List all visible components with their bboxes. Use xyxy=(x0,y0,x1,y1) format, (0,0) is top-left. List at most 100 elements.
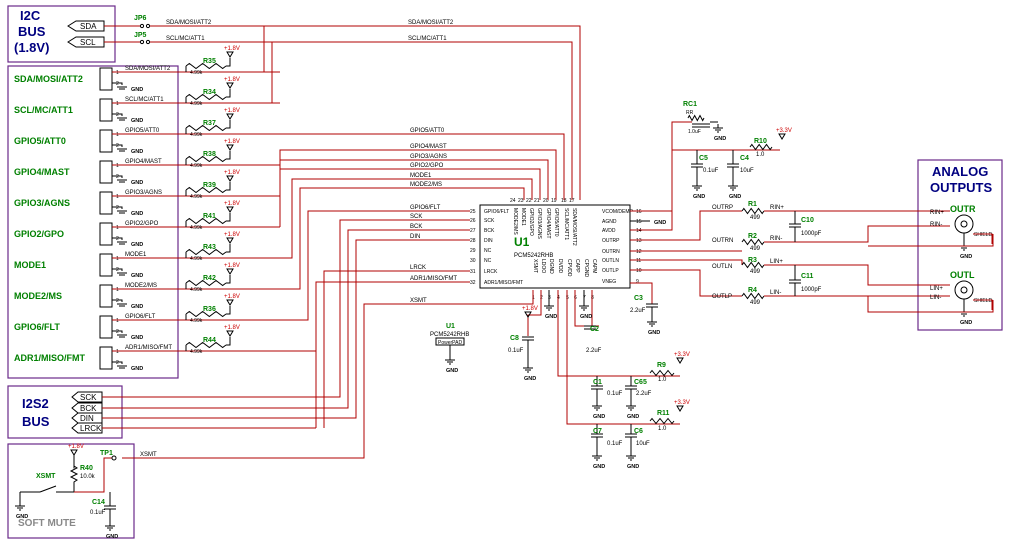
net-scl-1: SCL/MC/ATT1 xyxy=(166,36,205,42)
header-connector[interactable] xyxy=(99,284,113,308)
header-connector[interactable] xyxy=(99,160,113,184)
jp5-label: JP5 xyxy=(134,32,147,39)
chip-pin-name: NC xyxy=(484,248,492,254)
analog-title-1: ANALOG xyxy=(932,164,988,179)
svg-text:GND: GND xyxy=(131,180,143,186)
svg-text:GND: GND xyxy=(131,242,143,248)
label: RIN- xyxy=(770,236,782,242)
ground-symbol: GND xyxy=(626,402,639,420)
header-net: SCL/MC/ATT1 xyxy=(125,97,164,103)
header-net: GPIO4/MAST xyxy=(125,159,162,165)
resistor-r4 xyxy=(741,292,765,300)
resistor-rc1 xyxy=(687,114,705,122)
chip-pin-name: OUTLP xyxy=(602,268,619,274)
header-connector[interactable] xyxy=(99,98,113,122)
resistor-value: 499 xyxy=(750,300,761,306)
net-sda-2: SDA/MOSI/ATT2 xyxy=(408,20,454,26)
pullup-resistor xyxy=(185,279,227,287)
header-net: ADR1/MISO/FMT xyxy=(125,345,172,351)
header-connector[interactable] xyxy=(99,253,113,277)
resistor-value: 4.99k xyxy=(190,163,203,169)
header-label: SCL/MC/ATT1 xyxy=(14,105,73,115)
resistor-r11 xyxy=(649,417,675,425)
chip-pin-name: GPIO4/MAST xyxy=(545,208,551,239)
net-label: XSMT xyxy=(410,298,427,304)
ground-symbol: GND xyxy=(579,302,592,320)
analog-box xyxy=(917,159,1003,331)
svg-text:+1.8V: +1.8V xyxy=(68,444,84,450)
cap-ref: C8 xyxy=(510,335,519,342)
chip-pin-number: 13 xyxy=(636,238,642,244)
resistor-ref: R10 xyxy=(754,138,767,145)
svg-text:+1.8V: +1.8V xyxy=(224,139,240,145)
svg-text:GND: GND xyxy=(131,87,143,93)
svg-text:1: 1 xyxy=(116,318,119,324)
resistor-value: 4.99k xyxy=(190,287,203,293)
chip-pin-number: 10 xyxy=(636,268,642,274)
header-connector[interactable] xyxy=(99,67,113,91)
resistor-r3 xyxy=(741,261,765,269)
chip-pin-name: OUTRN xyxy=(602,249,620,255)
cap-c1 xyxy=(591,385,603,390)
svg-text:1: 1 xyxy=(116,256,119,262)
cap-c10 xyxy=(789,223,801,228)
svg-text:1: 1 xyxy=(116,287,119,293)
chip-pin-name: LDOO xyxy=(540,259,546,273)
chip-pin-number: 27 xyxy=(470,228,476,234)
header-label: GPIO4/MAST xyxy=(14,167,70,177)
cap-c5 xyxy=(691,163,703,168)
mute-switch[interactable] xyxy=(20,485,74,493)
svg-text:BCK: BCK xyxy=(80,404,97,413)
header-connector[interactable] xyxy=(99,346,113,370)
i2s-title-2: BUS xyxy=(22,414,50,429)
svg-text:GND: GND xyxy=(960,254,972,260)
vplus-symbol: +1.8V xyxy=(68,444,84,456)
net-label: LRCK xyxy=(410,265,426,271)
chip-pin-number: 30 xyxy=(470,258,476,264)
svg-text:1: 1 xyxy=(116,70,119,76)
cap-c11 xyxy=(789,279,801,284)
header-connector[interactable] xyxy=(99,222,113,246)
cap-ref: C5 xyxy=(699,155,708,162)
vplus33-symbol: +3.3V xyxy=(674,352,690,364)
svg-text:GND: GND xyxy=(593,414,605,420)
header-connector[interactable] xyxy=(99,315,113,339)
chip-body xyxy=(479,204,631,289)
cap-c3 xyxy=(646,303,658,308)
cap-ref: C4 xyxy=(740,155,749,162)
i2s-flag: BCK xyxy=(71,402,122,414)
chip-pin-number: 14 xyxy=(636,228,642,234)
header-label: MODE1 xyxy=(14,260,46,270)
header-label: GPIO2/GPO xyxy=(14,229,64,239)
i2c-flag-sda: SDA xyxy=(67,20,105,32)
mute-button-label: XSMT xyxy=(36,473,56,480)
svg-text:+1.8V: +1.8V xyxy=(224,170,240,176)
svg-text:GND: GND xyxy=(960,320,972,326)
net-label: GPIO4/MAST xyxy=(410,144,447,150)
header-connector[interactable] xyxy=(99,129,113,153)
label: RIN- xyxy=(930,222,942,228)
svg-text:1: 1 xyxy=(116,194,119,200)
resistor-value: 4.99k xyxy=(190,70,203,76)
svg-text:SCK: SCK xyxy=(80,393,97,402)
svg-text:+3.3V: +3.3V xyxy=(674,400,690,406)
svg-text:SDA: SDA xyxy=(80,22,97,31)
resistor-value: 4.99k xyxy=(190,101,203,107)
chip-pin-number: 9 xyxy=(636,279,639,285)
resistor-r1 xyxy=(741,207,765,215)
rc1-c: 1.0uF xyxy=(688,129,701,135)
header-connector[interactable] xyxy=(99,191,113,215)
svg-text:2: 2 xyxy=(116,360,119,366)
resistor-value: 1.0 xyxy=(658,426,667,432)
chip-pin-number: 21 xyxy=(534,198,540,204)
cap-ref: C3 xyxy=(634,295,643,302)
vplus-symbol: +1.8V xyxy=(224,294,240,306)
chip-pin-name: AVDD xyxy=(602,228,616,234)
jp6-label: JP6 xyxy=(134,15,147,22)
pullup-resistor xyxy=(185,62,227,70)
svg-text:+3.3V: +3.3V xyxy=(674,352,690,358)
test-point[interactable] xyxy=(111,455,117,461)
